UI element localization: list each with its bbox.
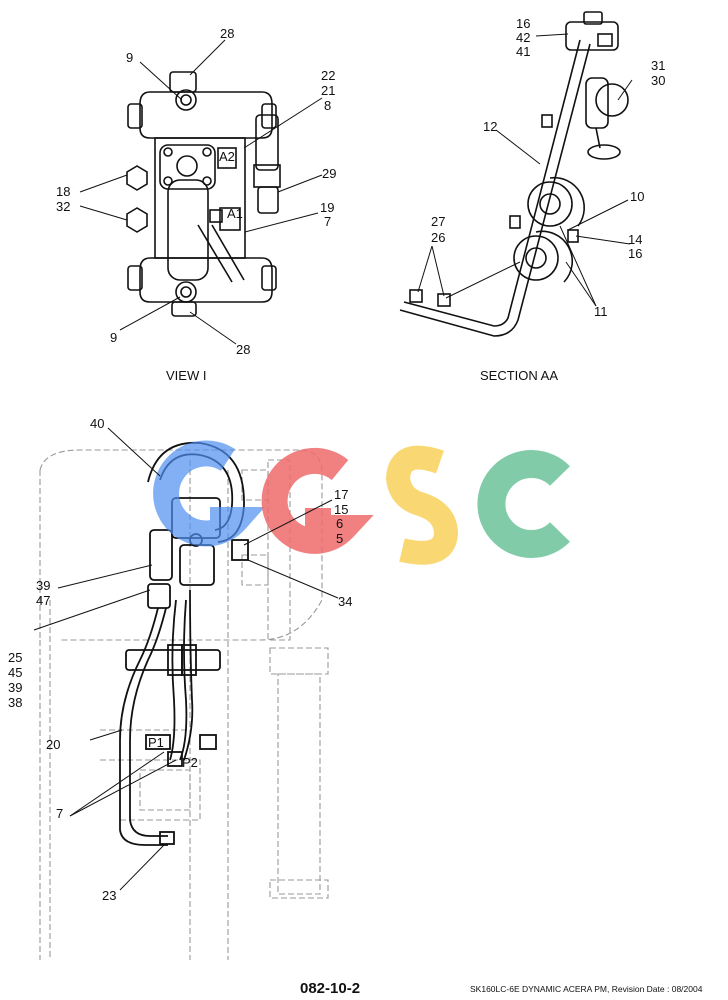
watermark-letter-3 <box>385 445 459 565</box>
callout: 28 <box>220 26 234 41</box>
callout: 16 <box>628 246 642 261</box>
callout: 39 <box>36 578 50 593</box>
main-view-hydraulics <box>119 441 249 846</box>
callout: 7 <box>324 214 331 229</box>
callout: 11 <box>594 304 608 319</box>
watermark-letter-1 <box>153 440 265 547</box>
section-aa-leaders <box>417 33 633 307</box>
callout: 47 <box>36 593 50 608</box>
callout: 9 <box>126 50 133 65</box>
main-view-leaders <box>33 427 339 891</box>
callout: 30 <box>651 73 665 88</box>
callout: 15 <box>334 502 348 517</box>
view-i-callouts: 28 9 22 21 8 18 32 29 19 7 9 28 <box>56 26 336 357</box>
view-i-caption: VIEW I <box>166 368 206 383</box>
callout: 23 <box>102 888 116 903</box>
main-view-callouts: 40 17 15 6 5 39 47 34 25 45 39 38 20 7 2… <box>8 416 352 903</box>
section-aa-caption: SECTION AA <box>480 368 558 383</box>
callout: 32 <box>56 199 70 214</box>
watermark-letter-4 <box>477 450 570 558</box>
callout: 12 <box>483 119 497 134</box>
callout: 41 <box>516 44 530 59</box>
callout: 22 <box>321 68 335 83</box>
callout: 5 <box>336 531 343 546</box>
callout: 14 <box>628 232 642 247</box>
callout: 42 <box>516 30 530 45</box>
view-i-leaders <box>79 39 323 345</box>
watermark-letter-2 <box>261 447 374 554</box>
view-i-drawing <box>126 71 281 317</box>
callout: 31 <box>651 58 665 73</box>
callout: 20 <box>46 737 60 752</box>
port-label-a2: A2 <box>219 149 235 164</box>
port-label-p2: P2 <box>182 755 198 770</box>
callout: 25 <box>8 650 22 665</box>
callout: 17 <box>334 487 348 502</box>
callout: 38 <box>8 695 22 710</box>
callout: 28 <box>236 342 250 357</box>
callout: 40 <box>90 416 104 431</box>
callout: 18 <box>56 184 70 199</box>
section-aa-drawing <box>399 11 629 337</box>
callout: 39 <box>8 680 22 695</box>
callout: 16 <box>516 16 530 31</box>
callout: 26 <box>431 230 445 245</box>
callout: 27 <box>431 214 445 229</box>
callout: 10 <box>630 189 644 204</box>
port-label-a1: A1 <box>227 206 243 221</box>
callout: 45 <box>8 665 22 680</box>
port-label-p1: P1 <box>148 735 164 750</box>
callout: 29 <box>322 166 336 181</box>
callout: 6 <box>336 516 343 531</box>
page-code: 082-10-2 <box>300 980 361 997</box>
callout: 9 <box>110 330 117 345</box>
section-aa-callouts: 16 42 41 31 30 12 10 27 26 14 16 11 <box>431 16 665 319</box>
callout: 8 <box>324 98 331 113</box>
watermark-logo <box>153 440 570 565</box>
model-revision-info: SK160LC-6E DYNAMIC ACERA PM, Revision Da… <box>470 984 703 994</box>
callout: 7 <box>56 806 63 821</box>
callout: 19 <box>320 200 334 215</box>
callout: 21 <box>321 83 335 98</box>
callout: 34 <box>338 594 352 609</box>
